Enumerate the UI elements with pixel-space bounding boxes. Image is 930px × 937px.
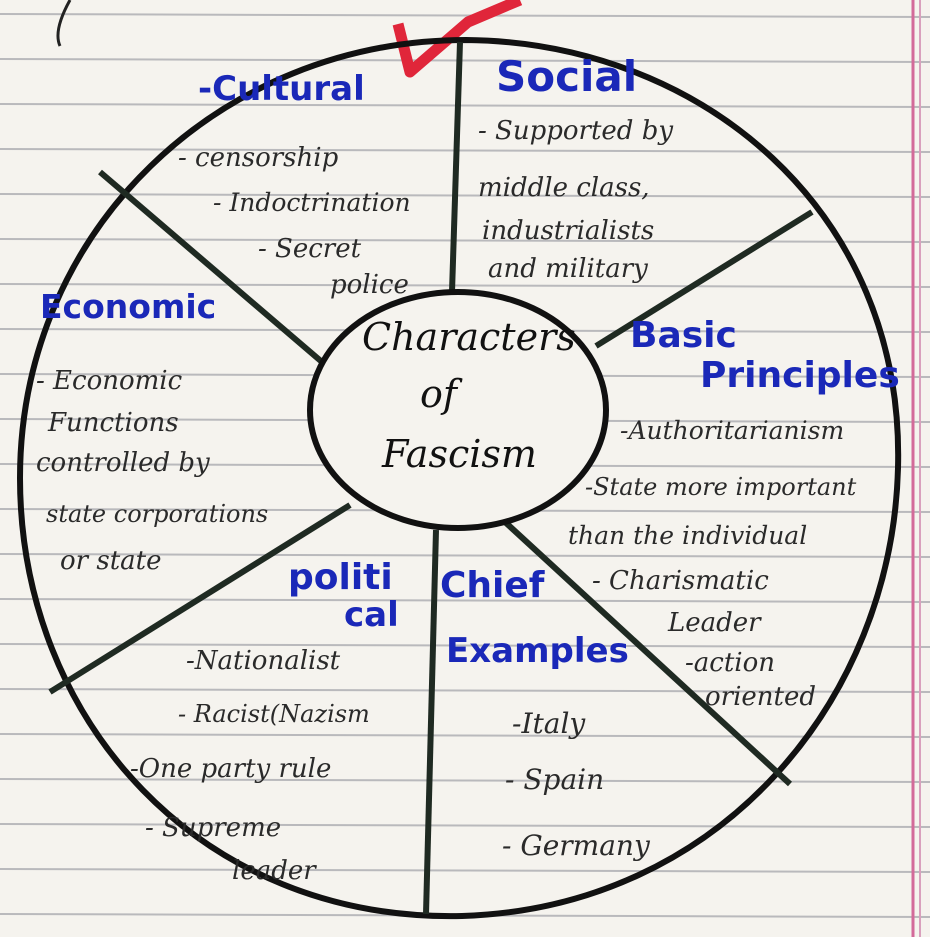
- chief-examples-item: - Spain: [505, 763, 605, 796]
- ruled-line: [0, 13, 930, 18]
- ruled-line: [0, 103, 930, 108]
- ruled-line: [0, 688, 930, 693]
- chief-examples-item: -Italy: [512, 707, 586, 740]
- center-title-line3: Fascism: [382, 432, 537, 476]
- ruled-line: [0, 193, 930, 198]
- basic-principles-item: - Charismatic: [592, 566, 769, 596]
- chief-examples-item: - Germany: [502, 829, 650, 862]
- ruled-line: [0, 238, 930, 243]
- cultural-heading: -Cultural: [198, 69, 365, 109]
- basic-principles-heading-line1: Basic: [630, 315, 737, 356]
- ruled-line: [0, 643, 930, 648]
- economic-item: state corporations: [46, 500, 269, 528]
- basic-principles-item: -Authoritarianism: [620, 416, 845, 445]
- cultural-item: police: [330, 270, 409, 300]
- ruled-line: [0, 823, 930, 828]
- basic-principles-heading-line2: Principles: [700, 355, 900, 396]
- social-item: - Supported by: [478, 116, 674, 146]
- social-item: middle class,: [478, 173, 650, 203]
- economic-item: controlled by: [36, 448, 210, 478]
- political-heading-line2: cal: [344, 595, 399, 635]
- spoke-lower-left: [48, 502, 352, 695]
- ruled-line: [0, 148, 930, 153]
- basic-principles-item: -action: [685, 648, 776, 678]
- spoke-upper-left: [98, 169, 324, 365]
- social-heading: Social: [496, 52, 638, 101]
- political-item: -One party rule: [130, 754, 332, 784]
- center-ellipse: [307, 289, 609, 531]
- red-check-mark: [392, 0, 523, 78]
- social-item: industrialists: [482, 216, 655, 246]
- basic-principles-item: than the individual: [568, 521, 808, 550]
- spoke-top: [449, 41, 463, 293]
- center-title-line2: of: [420, 372, 457, 416]
- spoke-bottom: [423, 529, 439, 915]
- ruled-line: [0, 868, 930, 873]
- ruled-line: [0, 58, 930, 63]
- political-item: leader: [232, 856, 316, 886]
- political-heading-line1: politi: [288, 557, 393, 598]
- ruled-line: [0, 553, 930, 558]
- basic-principles-item: Leader: [668, 608, 761, 638]
- chief-examples-heading-line2: Examples: [446, 631, 629, 671]
- ruled-line: [0, 598, 930, 603]
- spoke-lower-right: [502, 519, 793, 787]
- political-item: -Nationalist: [186, 646, 341, 676]
- ruled-line: [0, 733, 930, 738]
- ruled-lines: [0, 13, 930, 918]
- economic-item: - Economic: [36, 366, 183, 396]
- center-title-line1: Characters: [362, 315, 576, 359]
- chief-examples-heading-line1: Chief: [440, 565, 545, 606]
- basic-principles-item: oriented: [705, 682, 817, 712]
- political-item: - Racist(Nazism: [178, 700, 370, 728]
- top-scribble: [56, 0, 72, 47]
- outer-circle: [16, 36, 902, 920]
- ruled-line: [0, 283, 930, 288]
- spoke-upper-right: [594, 209, 814, 349]
- cultural-item: - Secret: [258, 234, 362, 264]
- cultural-item: - censorship: [178, 143, 339, 173]
- cultural-item: - Indoctrination: [213, 188, 411, 217]
- social-item: and military: [488, 254, 648, 284]
- economic-item: Functions: [48, 408, 179, 438]
- political-item: - Supreme: [145, 813, 282, 843]
- economic-item: or state: [60, 546, 162, 576]
- basic-principles-item: -State more important: [585, 473, 857, 501]
- economic-heading: Economic: [40, 287, 217, 326]
- ruled-line: [0, 778, 930, 783]
